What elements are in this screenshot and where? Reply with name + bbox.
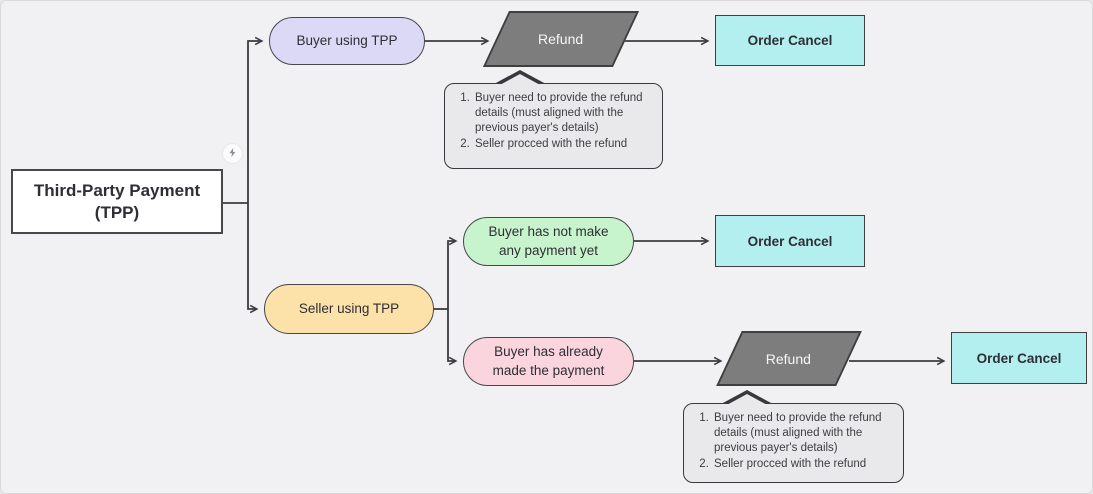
- node-label-line1: Buyer has not make: [488, 224, 609, 240]
- node-label-line2: made the payment: [492, 362, 605, 378]
- node-refund-bottom[interactable]: Refund: [716, 331, 862, 386]
- note-list: Buyer need to provide the refund details…: [690, 411, 895, 472]
- note-refund-steps-top[interactable]: Buyer need to provide the refund details…: [444, 70, 663, 169]
- note-list: Buyer need to provide the refund details…: [451, 91, 654, 152]
- node-third-party-payment[interactable]: Third-Party Payment (TPP): [11, 169, 223, 234]
- node-label: Order Cancel: [747, 233, 833, 249]
- edge-root-to-buyer: [247, 41, 261, 203]
- node-label: Refund: [766, 350, 812, 367]
- note-item: Buyer need to provide the refund details…: [473, 91, 654, 137]
- quick-action-button[interactable]: [223, 144, 242, 163]
- node-label: Order Cancel: [976, 350, 1062, 366]
- node-buyer-using-tpp[interactable]: Buyer using TPP: [269, 17, 425, 65]
- node-label-line1: Buyer has already: [494, 344, 603, 360]
- note-refund-steps-bottom[interactable]: Buyer need to provide the refund details…: [683, 390, 904, 483]
- node-buyer-no-payment[interactable]: Buyer has not make any payment yet: [463, 217, 634, 266]
- edge-seller-to-nopayment: [447, 241, 455, 309]
- node-label: Buyer using TPP: [296, 32, 398, 48]
- edge-seller-to-paid: [447, 309, 455, 361]
- node-label-line2: any payment yet: [498, 242, 599, 258]
- edge-root-to-seller: [247, 203, 256, 309]
- note-pointer-fill: [498, 74, 542, 86]
- lightning-icon: [227, 145, 238, 163]
- node-refund-top[interactable]: Refund: [482, 11, 640, 67]
- node-order-cancel-top[interactable]: Order Cancel: [715, 15, 865, 66]
- note-item: Seller procced with the refund: [712, 457, 895, 472]
- node-seller-using-tpp[interactable]: Seller using TPP: [264, 284, 434, 334]
- note-item: Buyer need to provide the refund details…: [712, 411, 895, 457]
- node-order-cancel-bottom[interactable]: Order Cancel: [951, 332, 1087, 384]
- root-label-line1: Third-Party Payment: [33, 181, 201, 201]
- root-label-line2: (TPP): [94, 202, 140, 222]
- note-pointer-fill: [725, 394, 769, 406]
- node-order-cancel-mid[interactable]: Order Cancel: [715, 215, 865, 267]
- node-buyer-paid[interactable]: Buyer has already made the payment: [463, 337, 634, 386]
- node-label: Seller using TPP: [298, 300, 400, 316]
- node-label: Refund: [538, 31, 584, 47]
- note-item: Seller procced with the refund: [473, 137, 654, 152]
- node-label: Order Cancel: [747, 33, 833, 48]
